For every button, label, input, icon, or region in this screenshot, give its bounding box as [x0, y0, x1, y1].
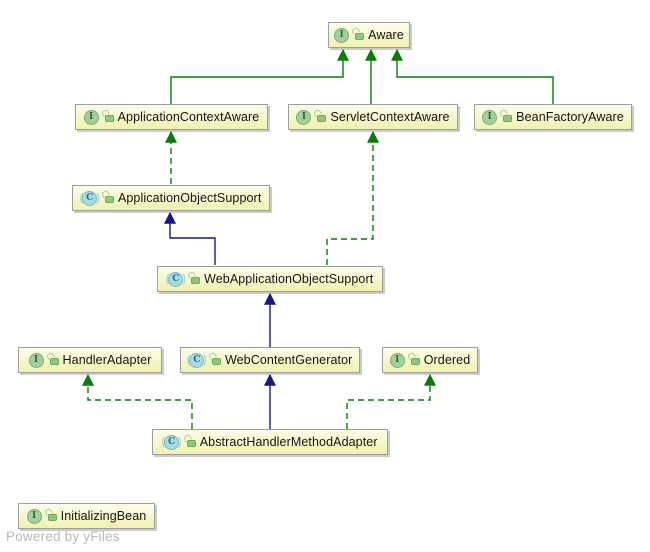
edge-abstract-handler-method-adapter-to-ordered — [346, 373, 436, 429]
node-handler-adapter[interactable]: I HandlerAdapter — [18, 347, 162, 373]
lock-icon — [104, 113, 114, 122]
node-bean-factory-aware[interactable]: I BeanFactoryAware — [474, 104, 632, 130]
node-label: AbstractHandlerMethodAdapter — [199, 435, 378, 449]
lock-icon — [190, 275, 201, 284]
node-label: Ordered — [423, 353, 471, 367]
lock-icon — [316, 113, 327, 122]
abstract-class-icon: (C) — [80, 190, 100, 206]
interface-icon: I — [296, 109, 312, 125]
node-label: WebApplicationObjectSupport — [204, 272, 374, 286]
lock-icon — [49, 356, 59, 365]
lock-icon — [186, 438, 196, 447]
edge-application-context-aware-to-aware — [170, 48, 349, 104]
lock-icon — [410, 356, 420, 365]
node-label: ServletContextAware — [330, 110, 450, 124]
interface-icon: I — [83, 109, 99, 125]
edge-web-application-object-support-to-application-object-support — [164, 211, 216, 265]
yfiles-watermark: Powered by yFiles — [6, 529, 120, 544]
lock-icon — [502, 113, 513, 122]
node-application-context-aware[interactable]: I ApplicationContextAware — [75, 104, 268, 130]
node-label: HandlerAdapter — [62, 353, 152, 367]
lock-icon — [211, 356, 221, 365]
interface-icon: I — [389, 352, 405, 368]
edge-bean-factory-aware-to-aware — [391, 48, 554, 104]
node-label: InitializingBean — [60, 509, 147, 523]
node-aware[interactable]: I Aware — [328, 22, 410, 48]
node-label: ApplicationObjectSupport — [117, 191, 262, 205]
node-web-content-generator[interactable]: (C) WebContentGenerator — [180, 347, 360, 373]
lock-icon — [354, 31, 365, 40]
node-label: ApplicationContextAware — [117, 110, 260, 124]
lock-icon — [104, 194, 114, 203]
lock-icon — [47, 512, 57, 521]
node-label: Aware — [368, 28, 404, 42]
node-abstract-handler-method-adapter[interactable]: (C) AbstractHandlerMethodAdapter — [152, 429, 388, 455]
edge-web-application-object-support-to-servlet-context-aware — [326, 130, 379, 265]
abstract-class-icon: (C) — [161, 434, 182, 450]
node-label: WebContentGenerator — [224, 353, 353, 367]
node-web-application-object-support[interactable]: (C) WebApplicationObjectSupport — [157, 266, 383, 292]
edge-abstract-handler-method-adapter-to-handler-adapter — [82, 373, 193, 429]
interface-icon: I — [28, 352, 44, 368]
node-label: BeanFactoryAware — [516, 110, 624, 124]
interface-icon: I — [482, 109, 498, 125]
interface-icon: I — [334, 27, 350, 43]
abstract-class-icon: (C) — [166, 271, 186, 287]
node-application-object-support[interactable]: (C) ApplicationObjectSupport — [72, 185, 270, 211]
node-ordered[interactable]: I Ordered — [382, 347, 478, 373]
abstract-class-icon: (C) — [187, 352, 207, 368]
interface-icon: I — [26, 508, 42, 524]
node-servlet-context-aware[interactable]: I ServletContextAware — [288, 104, 458, 130]
node-initializing-bean[interactable]: I InitializingBean — [18, 503, 155, 529]
